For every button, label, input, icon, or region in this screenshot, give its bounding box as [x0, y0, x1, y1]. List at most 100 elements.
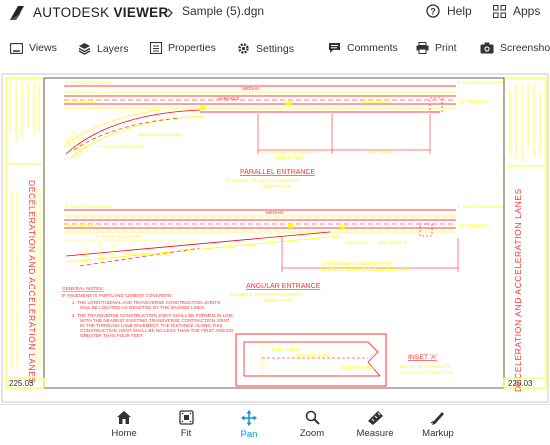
apps-label: Apps — [513, 4, 541, 18]
left-detail-block — [11, 188, 41, 370]
general-note2-c: IN THE THROUGH LANE PAVEMENT. THE DISTAN… — [80, 323, 223, 328]
parallel-entrance-title: PARALLEL ENTRANCE — [240, 169, 315, 176]
ruler-icon — [367, 411, 383, 425]
properties-icon — [150, 42, 162, 54]
angular-min-taper: 1200' MINIMUM UNIFORM TAPER — [322, 261, 393, 266]
angular-see-inset: SEE INSET 'A' — [378, 240, 408, 245]
autodesk-logo-icon[interactable] — [9, 5, 25, 21]
angular-entrance-title: ANGULAR ENTRANCE — [246, 283, 321, 290]
measure-label: Measure — [356, 428, 394, 439]
angular-median-label: MEDIAN — [266, 210, 284, 215]
general-notes-title: GENERAL NOTES: — [62, 286, 104, 292]
pan-arrows-icon — [241, 410, 257, 426]
pan-label: Pan — [240, 429, 258, 440]
parallel-shoulder-label: 6' PAVED SHOULDER — [66, 80, 112, 85]
measure-button[interactable]: Measure — [345, 410, 405, 439]
left-sheet-number: 225.03 — [9, 379, 34, 388]
chevron-right-icon — [167, 8, 173, 18]
angular-entrance-sub2: INTERSTATE — [264, 298, 293, 304]
parallel-median-label: MEDIAN — [242, 86, 260, 91]
pen-icon — [430, 412, 444, 425]
gear-icon — [238, 43, 249, 54]
screenshot-label: Screenshot — [500, 42, 550, 54]
print-button[interactable]: Print — [416, 42, 457, 54]
drawing-canvas[interactable]: DECELERATION AND ACCELERATION LANES 225.… — [0, 70, 550, 403]
views-icon — [10, 42, 23, 54]
print-label: Print — [435, 42, 457, 54]
left-side-title: DECELERATION AND ACCELERATION LANES — [27, 180, 37, 384]
zoom-button[interactable]: Zoom — [282, 410, 342, 439]
inset-second-pour: SECOND POUR — [340, 365, 375, 370]
help-button[interactable]: ? Help — [426, 4, 472, 18]
parallel-entrance-sub2: INTERSTATE — [262, 184, 291, 190]
inset-a-title: INSET 'A' — [408, 354, 437, 361]
properties-button[interactable]: Properties — [150, 42, 216, 54]
parallel-pavement-right: 24' PAVEMENT — [458, 99, 489, 104]
home-button[interactable]: Home — [94, 410, 154, 439]
app-brand: AUTODESK VIEWER — [33, 5, 169, 20]
zoom-label: Zoom — [299, 428, 325, 439]
printer-icon — [416, 42, 429, 54]
angular-entrance-plan — [64, 209, 459, 272]
inset-a-sub2: TAPER CONSTRUCTION — [400, 370, 453, 375]
layers-button[interactable]: Layers — [78, 42, 129, 55]
markup-label: Markup — [422, 428, 454, 439]
views-button[interactable]: Views — [10, 42, 57, 54]
angular-unless-otherwise: UNLESS OTHERWISE SHOWN ON PLANS — [320, 267, 409, 272]
sheet-outer-border — [1, 73, 549, 403]
right-state-block — [506, 84, 544, 167]
general-note1-b: WILL BE LOCATED AS DENOTED BY THE DASHED… — [80, 305, 205, 310]
help-circle-icon: ? — [426, 4, 440, 18]
settings-button[interactable]: Settings — [237, 42, 294, 55]
cad-drawing[interactable]: DECELERATION AND ACCELERATION LANES 225.… — [0, 70, 550, 403]
parallel-shoulder-right: 6' PAVED SHOULDER — [458, 80, 504, 85]
comments-button[interactable]: Comments — [328, 42, 398, 54]
layers-label: Layers — [97, 42, 129, 55]
camera-icon — [480, 42, 494, 54]
home-icon — [117, 411, 131, 424]
inset-a-sub1: DETAIL OF CONCRETE — [400, 364, 450, 369]
home-label: Home — [111, 428, 137, 439]
parallel-shoulder-4: 4' PAVED SHOULDER — [98, 144, 144, 149]
parallel-accel-length: ACCELERATION LENGTH — [262, 150, 316, 155]
angular-shoulder-4: 4' PAVED SHOULDER — [96, 234, 142, 239]
inset-first-pour: FIRST POUR — [272, 347, 300, 352]
left-state-block — [8, 82, 42, 165]
parallel-entrance-plan — [63, 85, 456, 159]
inset-constr-joint: CONSTR. JOINT — [296, 353, 331, 358]
parallel-variable-label: VARIABLE — [218, 96, 240, 101]
general-note2-a: 2. THE TRANSVERSE CONSTRUCTION JOINT SHA… — [72, 313, 233, 318]
brand-light: AUTODESK — [33, 5, 110, 20]
comment-icon — [329, 43, 340, 53]
general-note2-e: GREATER THAN FOUR FEET. — [80, 333, 144, 338]
apps-button[interactable]: Apps — [493, 4, 540, 18]
views-label: Views — [29, 42, 57, 54]
file-name[interactable]: Sample (5).dgn — [182, 4, 265, 18]
help-label: Help — [447, 4, 472, 18]
general-notes-if: IF PAVEMENT IS PORTLAND CEMENT CONCRETE: — [62, 293, 173, 298]
fit-icon — [178, 410, 194, 425]
angular-entrance-sub1: FLEXIBLE OR RIGID PAVEMENT — [230, 292, 303, 298]
fit-button[interactable]: Fit — [156, 410, 216, 439]
bottom-navigation: Home Fit Pan Zoom — [0, 404, 550, 445]
parallel-ramp-label: RAMP SURVEY LINE — [138, 132, 182, 137]
apps-grid-icon — [493, 4, 506, 18]
parallel-see-inset: SEE INSET 'A' — [362, 99, 392, 104]
magnifier-icon — [305, 410, 320, 425]
parallel-entrance-sub1: FLEXIBLE OR RIGID PAVEMENT — [226, 178, 299, 184]
app-header: AUTODESK VIEWER Sample (5).dgn ? Help Ap… — [0, 0, 550, 26]
settings-label: Settings — [256, 42, 294, 55]
angular-shoulder-right: 4' PAVED SHOULDER — [458, 204, 504, 209]
angular-pavement-label: 24' PAVEMENT — [66, 223, 97, 228]
parallel-see-plans: (SEE PLANS) — [276, 155, 305, 160]
pan-button[interactable]: Pan — [219, 410, 279, 440]
general-note2-d: CONSTRUCTION JOINT SHALL BE NO LESS THAN… — [80, 328, 234, 333]
main-toolbar: Views Layers Properties Settings Com — [0, 36, 550, 64]
general-note1-a: 1. THE LONGITUDINAL AND TRANSVERSE CONST… — [72, 300, 220, 305]
general-note2-b: WITH THE NEAREST EXISTING TRANSVERSE CON… — [80, 318, 230, 323]
markup-button[interactable]: Markup — [408, 410, 468, 439]
screenshot-button[interactable]: Screenshot — [480, 42, 550, 54]
fit-label: Fit — [180, 428, 192, 439]
inset-a-detail — [235, 333, 387, 387]
angular-ramp-label: RAMP SURVEY LINE — [126, 252, 170, 257]
